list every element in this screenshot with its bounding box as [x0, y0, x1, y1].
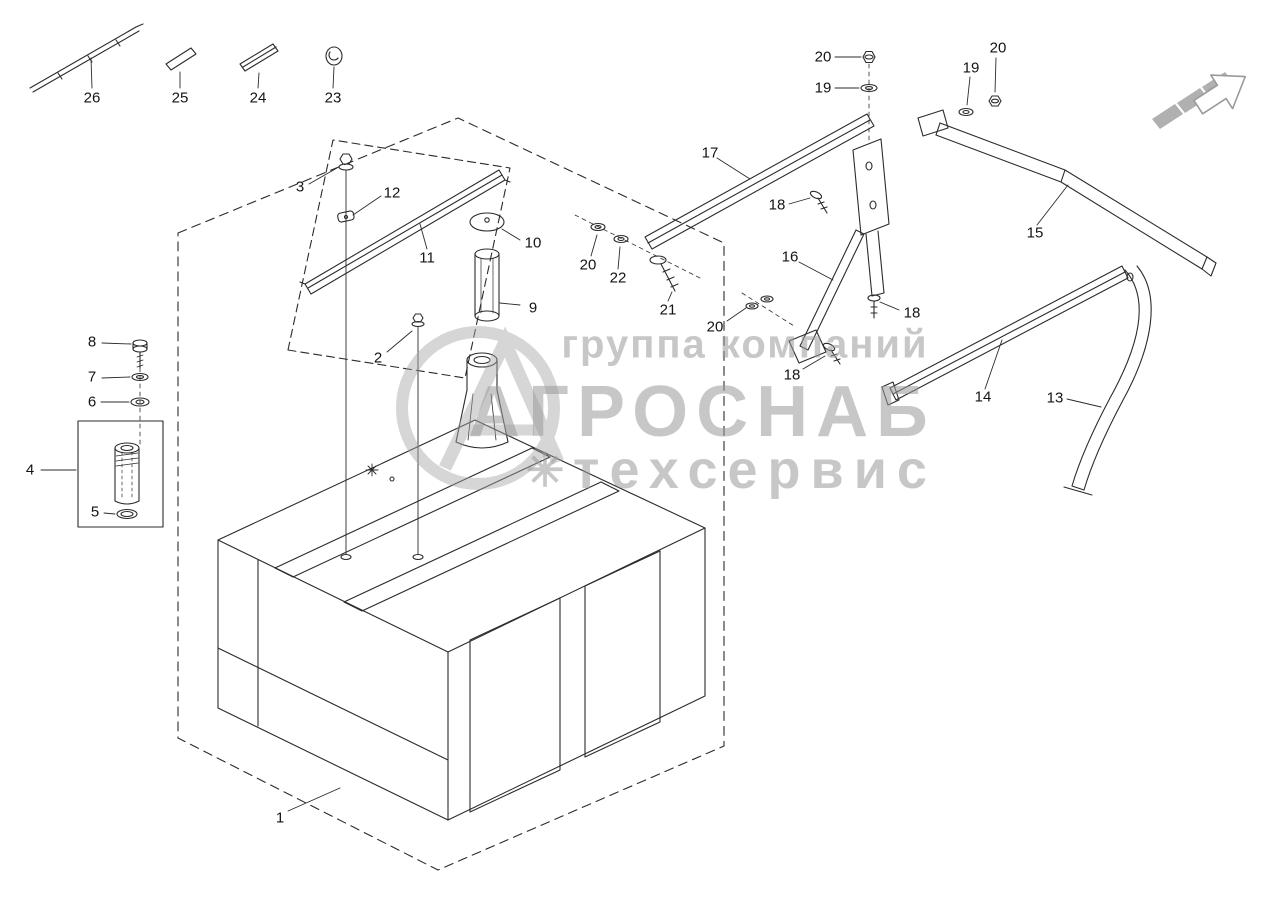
part-21-screw: [649, 255, 679, 292]
part-1-fuel-tank: [217, 352, 706, 821]
part-4-kit-box: [77, 420, 164, 528]
part-callout-20-b: 20: [989, 39, 1007, 57]
part-13-stay: [1063, 265, 1152, 496]
part-callout-23: 23: [324, 89, 342, 107]
part-18-screw-b: [867, 294, 881, 319]
part-19-washer-right: [958, 107, 974, 117]
part-callout-4: 4: [25, 461, 35, 479]
part-25-strip: [165, 47, 197, 71]
part-callout-18-a: 18: [768, 196, 786, 214]
watermark-line3: техсервис: [573, 440, 937, 500]
asterisk-icon: ✳: [525, 444, 565, 496]
part-20-washer-left: [590, 222, 606, 232]
direction-arrow-icon: [1152, 72, 1247, 129]
part-16-strut: [799, 229, 865, 351]
part-callout-10: 10: [524, 234, 542, 252]
part-callout-12: 12: [383, 184, 401, 202]
part-18-screw-a: [809, 190, 828, 214]
part-callout-20-a: 20: [814, 48, 832, 66]
part-callout-9: 9: [528, 299, 538, 317]
part-22-washer: [613, 234, 629, 244]
part-8-bolt: [132, 339, 148, 369]
watermark-line2: АГРОСНАБ: [468, 372, 936, 452]
part-callout-18-c: 18: [783, 366, 801, 384]
part-callout-13: 13: [1046, 389, 1064, 407]
part-11-rail: [299, 169, 511, 295]
part-20-nut-right: [988, 95, 1002, 107]
part-callout-18-b: 18: [903, 304, 921, 322]
part-callout-8: 8: [87, 333, 97, 351]
part-callout-14: 14: [974, 388, 992, 406]
part-callout-25: 25: [171, 89, 189, 107]
part-callout-2: 2: [373, 349, 383, 367]
part-callout-20-d: 20: [706, 318, 724, 336]
part-14-bar: [889, 265, 1129, 401]
part-callout-5: 5: [90, 503, 100, 521]
part-callout-24: 24: [249, 89, 267, 107]
part-callout-1: 1: [275, 809, 285, 827]
mounting-frame: [644, 109, 1217, 496]
part-24-strip: [239, 43, 279, 72]
part-callout-22: 22: [609, 269, 627, 287]
fasteners: [574, 50, 1002, 365]
part-15-bar: [935, 122, 1208, 270]
part-callout-7: 7: [87, 368, 97, 386]
part-17-bar: [644, 113, 875, 250]
part-callout-19-b: 19: [962, 59, 980, 77]
part-5-ring: [116, 508, 138, 520]
part-callout-17: 17: [701, 144, 719, 162]
part-18-screw-c: [822, 342, 841, 365]
part-callout-19-a: 19: [814, 79, 832, 97]
frame-bracket: [852, 138, 890, 236]
part-callout-21: 21: [659, 301, 677, 319]
part-26-cable-tie: [29, 23, 144, 93]
part-20-nut-top: [862, 50, 876, 64]
part-3-nut: [338, 153, 354, 555]
part-callout-26: 26: [83, 89, 101, 107]
part-2-bolt: [411, 313, 425, 555]
part-callout-3: 3: [295, 178, 305, 196]
leader-lines: [40, 56, 1102, 812]
dashed-outline-tank: [177, 117, 725, 871]
part-callout-16: 16: [781, 248, 799, 266]
part-callout-20-c: 20: [579, 256, 597, 274]
watermark-line1: группа компаний: [561, 322, 929, 367]
part-23-grommet: [325, 46, 343, 66]
part-9-filter: [474, 248, 500, 322]
part-10-cap: [469, 212, 505, 232]
part-20-washer-mid: [745, 295, 774, 310]
part-callout-6: 6: [87, 393, 97, 411]
part-callout-11: 11: [419, 249, 435, 267]
part-callout-15: 15: [1026, 224, 1044, 242]
dashed-outline-rail-kit: [287, 139, 511, 379]
